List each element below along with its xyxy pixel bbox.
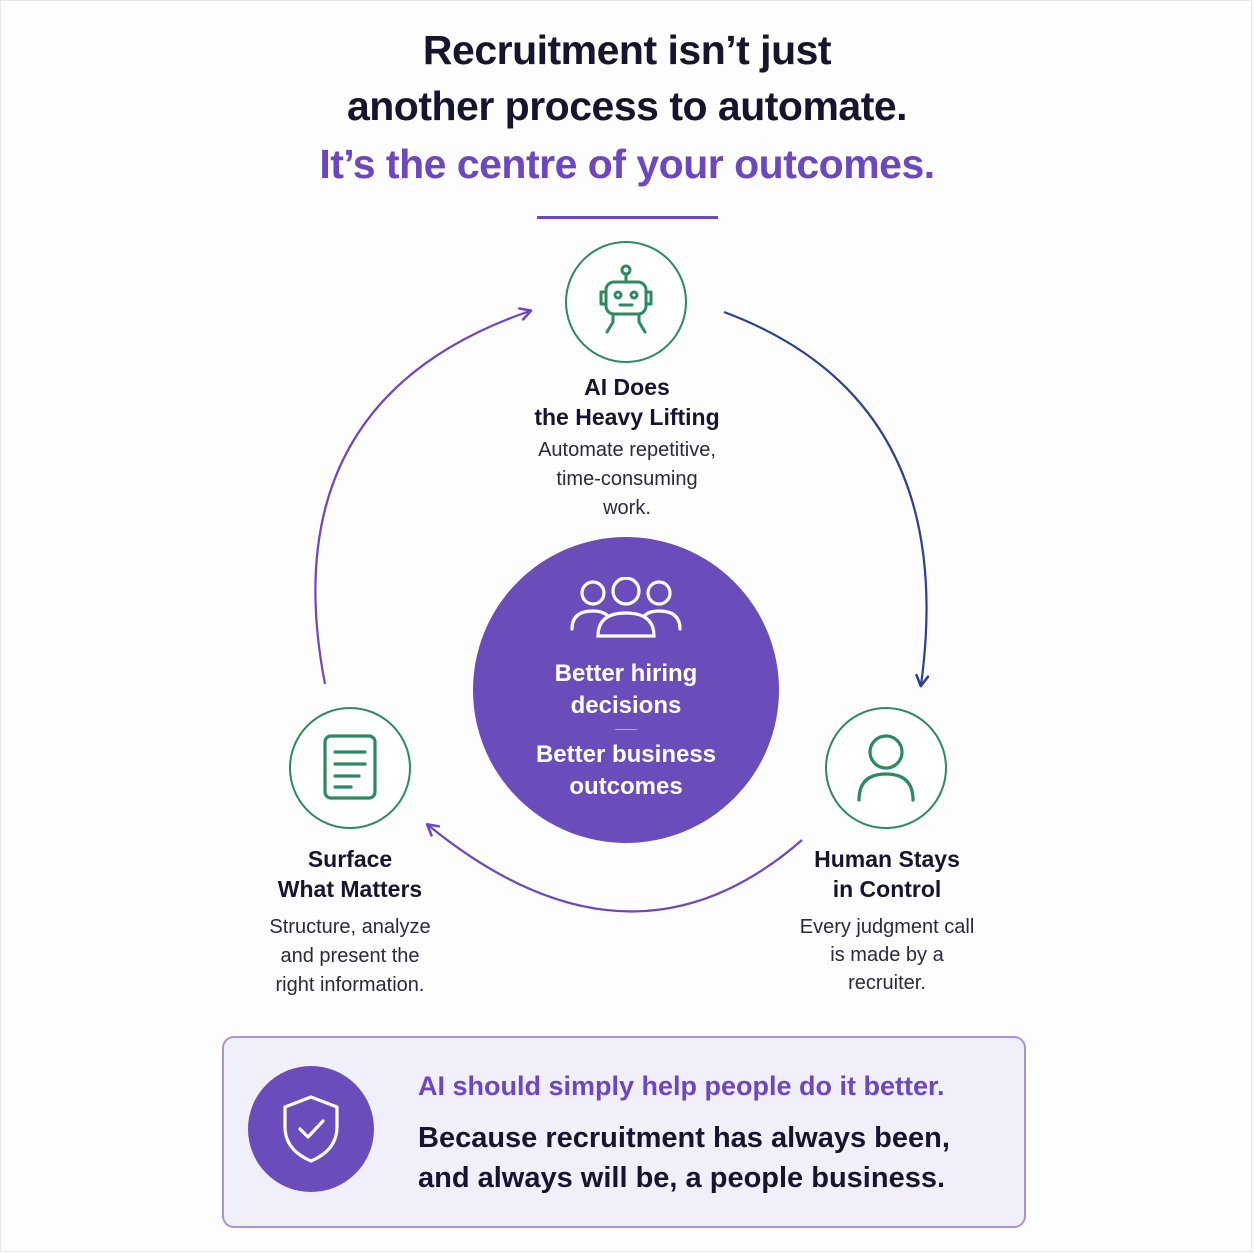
headline-line-2: another process to automate. — [346, 83, 908, 129]
step-surface-icon-circle — [289, 707, 411, 829]
arrow-right-to-left — [428, 825, 803, 913]
step-ai-desc-line-1: Automate repetitive, — [538, 439, 716, 461]
headline-line-1: Recruitment isn’t just — [422, 27, 832, 73]
callout-box: AI should simply help people do it bette… — [222, 1036, 1026, 1228]
step-surface-description: Structure, analyze and present the right… — [200, 913, 500, 1000]
callout-lead: AI should simply help people do it bette… — [418, 1071, 945, 1101]
shield-check-icon — [283, 1095, 339, 1163]
arrow-top-to-right — [723, 310, 927, 685]
step-ai-icon-circle — [565, 241, 687, 363]
center-outcomes-circle: Better hiring decisions Better business … — [473, 537, 779, 843]
step-human-title: Human Stays in Control — [737, 844, 1037, 904]
center-line-2: decisions — [570, 692, 682, 719]
step-ai-description: Automate repetitive, time-consuming work… — [477, 436, 777, 523]
step-ai-desc-line-2: time-consuming — [556, 468, 698, 490]
step-human-desc-line-3: recruiter. — [848, 972, 926, 994]
step-surface-desc-line-2: and present the — [280, 945, 420, 967]
step-surface-desc-line-3: right information. — [275, 974, 425, 996]
step-ai-title-line-2: the Heavy Lifting — [534, 404, 720, 430]
step-surface-desc-line-1: Structure, analyze — [269, 916, 431, 938]
people-group-icon — [570, 577, 682, 638]
arrow-left-to-top — [314, 311, 530, 685]
step-human-title-line-1: Human Stays — [814, 846, 960, 872]
step-human-title-line-2: in Control — [832, 876, 942, 902]
step-ai-title: AI Does the Heavy Lifting — [477, 372, 777, 432]
step-surface-title-line-2: What Matters — [277, 876, 423, 902]
step-human-desc-line-1: Every judgment call — [799, 916, 975, 938]
step-human-icon-circle — [825, 707, 947, 829]
center-line-3: Better business — [535, 741, 717, 768]
callout-body: Because recruitment has always been, and… — [418, 1118, 950, 1198]
headline-line-3: It’s the centre of your outcomes. — [319, 141, 935, 187]
shield-icon-circle — [248, 1066, 374, 1192]
headline-divider — [537, 216, 718, 219]
person-icon — [857, 734, 915, 802]
document-icon — [323, 734, 377, 800]
step-human-description: Every judgment call is made by a recruit… — [737, 913, 1037, 997]
step-ai-desc-line-3: work. — [603, 497, 651, 519]
callout-body-line-1: Because recruitment has always been, — [418, 1122, 950, 1154]
robot-icon — [599, 264, 653, 334]
center-line-1: Better hiring — [554, 660, 698, 687]
step-surface-title: Surface What Matters — [200, 844, 500, 904]
center-divider — [615, 729, 637, 730]
step-ai-title-line-1: AI Does — [584, 374, 670, 400]
step-human-desc-line-2: is made by a — [830, 944, 944, 966]
center-line-4: outcomes — [569, 773, 683, 800]
callout-body-line-2: and always will be, a people business. — [418, 1162, 946, 1194]
step-surface-title-line-1: Surface — [307, 846, 393, 872]
